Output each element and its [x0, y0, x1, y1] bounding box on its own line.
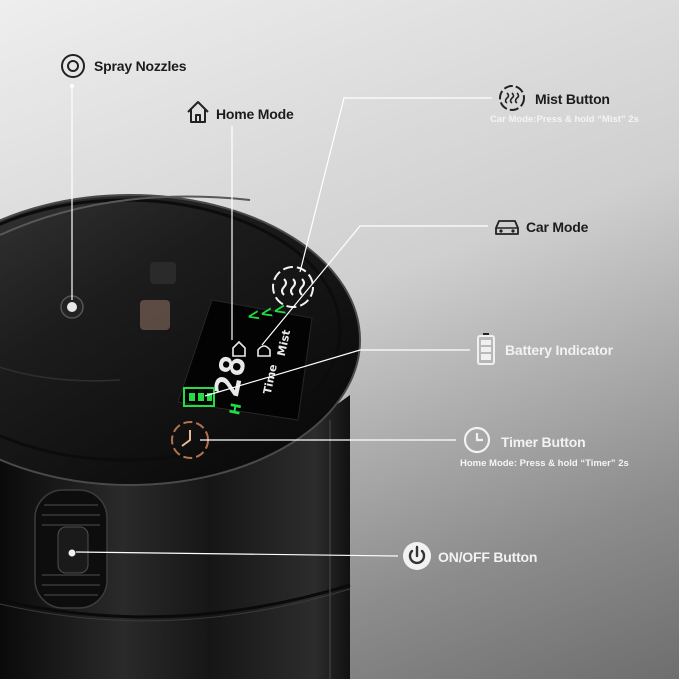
home-mode-label: Home Mode [216, 106, 294, 122]
lcd-time-label: Time [261, 363, 280, 395]
onoff-button-label: ON/OFF Button [438, 549, 538, 565]
house-icon [187, 101, 209, 123]
lcd-display: <<< 28 Mist Time H [177, 299, 313, 421]
leader-battery-indicator [204, 349, 470, 397]
lcd-battery-icon [183, 387, 215, 407]
lcd-mist-label: Mist [275, 329, 293, 358]
car-mode-label: Car Mode [526, 219, 589, 235]
timer-button-note: Home Mode: Press & hold “Timer” 2s [460, 458, 629, 469]
onoff-switch-panel [34, 489, 108, 609]
timer-button-label: Timer Button [501, 434, 586, 450]
mist-waves-icon [499, 85, 525, 111]
car-icon [495, 220, 519, 235]
mist-button-note: Car Mode:Press & hold “Mist” 2s [490, 114, 639, 125]
lcd-digits: 28 [207, 352, 255, 400]
leader-lines [71, 86, 492, 557]
battery-icon [477, 333, 495, 365]
mist-button-label: Mist Button [535, 91, 610, 107]
battery-indicator-label: Battery Indicator [505, 342, 613, 358]
leader-mist-button [299, 97, 492, 273]
leader-car-mode [261, 225, 488, 346]
target-ring-icon [61, 54, 85, 78]
lcd-mode-letter: H [227, 402, 245, 417]
spray-nozzles-label: Spray Nozzles [94, 58, 187, 74]
power-icon [403, 542, 431, 570]
leader-onoff-button [75, 551, 399, 557]
clock-icon [463, 426, 491, 454]
